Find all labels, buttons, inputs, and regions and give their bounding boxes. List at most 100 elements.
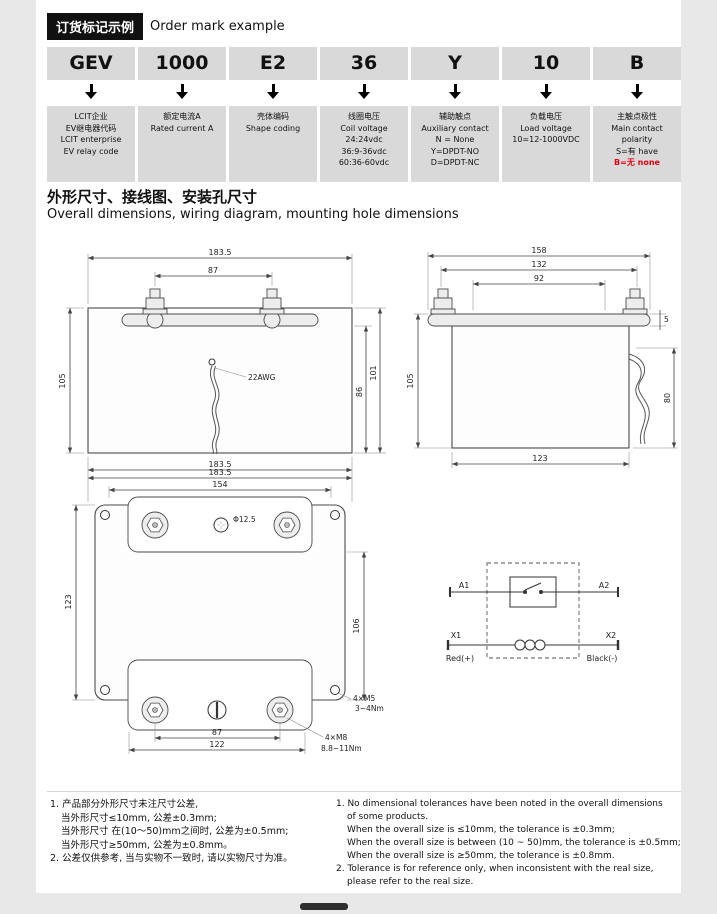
terminal-a1-label: A1 — [459, 581, 470, 590]
order-code-segment-polarity: B — [593, 47, 681, 80]
note-en-line: 2. Tolerance is for reference only, when… — [336, 864, 654, 874]
note-en-line: When the overall size is between (10 ~ 5… — [347, 838, 681, 848]
order-mark-title-zh: 订货标记示例 — [47, 13, 144, 40]
dim-front-height-right-inner: 86 — [355, 387, 364, 397]
wire — [628, 353, 650, 445]
dim-top-width-bottom: 122 — [209, 740, 224, 749]
terminal-a2-label: A2 — [599, 581, 610, 590]
dim-side-width-outer: 158 — [531, 246, 546, 255]
desc-line: 36:9-36vdc — [341, 146, 387, 156]
dim-side-height-right: 80 — [663, 393, 672, 403]
mounting-view-drawing: 183.5 154 Φ12.5 — [64, 468, 384, 754]
order-code-row: GEV 1000 E2 36 Y 10 B — [47, 47, 681, 80]
wire-gauge-label: 22AWG — [248, 373, 276, 382]
dimension-drawings: 183.5 87 105 86 101 183.5 — [58, 246, 678, 754]
desc-line: Load voltage — [520, 123, 572, 133]
dim-top-height-left: 123 — [64, 594, 73, 609]
desc-line-red: B=无 none — [614, 158, 660, 168]
order-desc-shape-coding: 壳体编码 Shape coding — [229, 106, 317, 182]
desc-line: 24:24vdc — [345, 135, 383, 145]
desc-line: 60:36-60vdc — [338, 158, 390, 168]
notes-chinese: 1. 产品部分外形尺寸未注尺寸公差, 当外形尺寸≤10mm, 公差±0.3mm;… — [50, 798, 293, 866]
note-en-line: When the overall size is ≤10mm, the tole… — [347, 825, 615, 835]
desc-line: 辅助触点 — [439, 112, 471, 121]
dim-top-spacing-bottom: 87 — [212, 728, 222, 737]
desc-line: Coil voltage — [340, 123, 388, 133]
note-zh-line: 1. 产品部分外形尺寸未注尺寸公差, — [50, 799, 199, 810]
dim-side-width-mid: 132 — [531, 260, 546, 269]
terminal-x1-label: X1 — [451, 631, 462, 640]
order-code-segment-aux: Y — [411, 47, 499, 80]
note-zh-line: 当外形尺寸≤10mm, 公差±0.3mm; — [61, 812, 217, 824]
order-code-segment-load: 10 — [502, 47, 590, 80]
mounting-hole — [330, 510, 340, 520]
front-view-drawing: 183.5 87 105 86 101 183.5 — [58, 248, 386, 474]
desc-line: 主触点极性 — [617, 112, 657, 121]
order-desc-polarity: 主触点极性 Main contact polarity S=有 have B=无… — [593, 106, 681, 182]
dim-top-plate-width: 154 — [212, 480, 227, 489]
dim-front-width-top: 183.5 — [209, 248, 232, 257]
dim-front-height-right-outer: 101 — [369, 365, 378, 380]
order-desc-rated-current: 额定电流A Rated current A — [138, 106, 226, 182]
wire — [210, 365, 217, 455]
desc-line: S=有 have — [616, 146, 658, 156]
page-indicator-bar — [300, 903, 348, 910]
desc-line: LCIT企业 — [74, 112, 108, 121]
dim-front-height-left: 105 — [58, 373, 67, 388]
dim-side-height-left: 105 — [406, 373, 415, 388]
callout-m5: 4×M5 — [353, 694, 376, 703]
down-arrow-icon — [267, 84, 279, 99]
desc-line: Auxiliary contact — [421, 123, 489, 133]
down-arrow-icon — [85, 84, 97, 99]
coil-icon — [514, 639, 526, 651]
mounting-hole — [100, 510, 110, 520]
order-desc-load-voltage: 负载电压 Load voltage 10=12-1000VDC — [502, 106, 590, 182]
datasheet-page: 订货标记示例 Order mark example GEV 1000 E2 36… — [36, 0, 681, 893]
desc-line: Rated current A — [150, 123, 214, 133]
mounting-hole — [330, 685, 340, 695]
down-arrow-icon — [449, 84, 461, 99]
order-desc-relay-code: LCIT企业 EV继电器代码 LCIT enterprise EV relay … — [47, 106, 135, 182]
desc-line: Y=DPDT-NO — [430, 146, 480, 156]
desc-line: Shape coding — [245, 123, 301, 133]
dim-top-height-right: 106 — [352, 618, 361, 633]
note-zh-line: 当外形尺寸 在(10～50)mm之间时, 公差为±0.5mm; — [61, 826, 289, 837]
desc-line: 线圈电压 — [348, 112, 380, 121]
terminal-x2-label: X2 — [606, 631, 617, 640]
order-desc-row: LCIT企业 EV继电器代码 LCIT enterprise EV relay … — [47, 106, 681, 182]
down-arrow-icon — [176, 84, 188, 99]
note-en-line: of some products. — [347, 812, 429, 822]
desc-line: EV relay code — [63, 146, 119, 156]
wire-black-label: Black(-) — [587, 654, 618, 663]
dim-side-flange-thickness: 5 — [664, 315, 669, 324]
desc-line: Main contact polarity — [611, 123, 663, 145]
down-arrow-icon — [540, 84, 552, 99]
desc-line: N = None — [435, 135, 475, 145]
order-code-segment-current: 1000 — [138, 47, 226, 80]
section-title-zh: 外形尺寸、接线图、安装孔尺寸 — [47, 188, 258, 206]
dim-front-width-bottom: 183.5 — [209, 460, 232, 469]
notes-divider — [47, 791, 681, 792]
wire-anchor — [208, 358, 216, 366]
dim-front-stud-spacing: 87 — [208, 266, 218, 275]
dim-side-width-inner: 92 — [534, 274, 544, 283]
section-title-en: Overall dimensions, wiring diagram, moun… — [47, 207, 459, 222]
arrow-row — [47, 84, 681, 102]
dim-top-width: 183.5 — [209, 468, 232, 477]
desc-line: D=DPDT-NC — [430, 158, 480, 168]
note-zh-line: 当外形尺寸≥50mm, 公差为±0.8mm。 — [61, 839, 233, 851]
down-arrow-icon — [631, 84, 643, 99]
order-code-segment-series: GEV — [47, 47, 135, 80]
mounting-hole — [100, 685, 110, 695]
desc-line: EV继电器代码 — [65, 123, 117, 133]
desc-line: 负载电压 — [530, 112, 562, 121]
note-en-line: When the overall size is ≥50mm, the tole… — [347, 851, 615, 861]
callout-m8: 4×M8 — [325, 733, 348, 742]
order-code-segment-coil: 36 — [320, 47, 408, 80]
notes-english: 1. No dimensional tolerances have been n… — [336, 798, 681, 889]
note-en-line: please refer to the real size. — [347, 877, 474, 887]
order-mark-header: 订货标记示例 Order mark example — [47, 13, 285, 40]
dim-side-width-bottom: 123 — [532, 454, 547, 463]
dim-center-hole-label: Φ12.5 — [233, 515, 256, 524]
wiring-diagram: A1 A2 X1 X2 Red(+) Black(-) — [446, 562, 620, 663]
